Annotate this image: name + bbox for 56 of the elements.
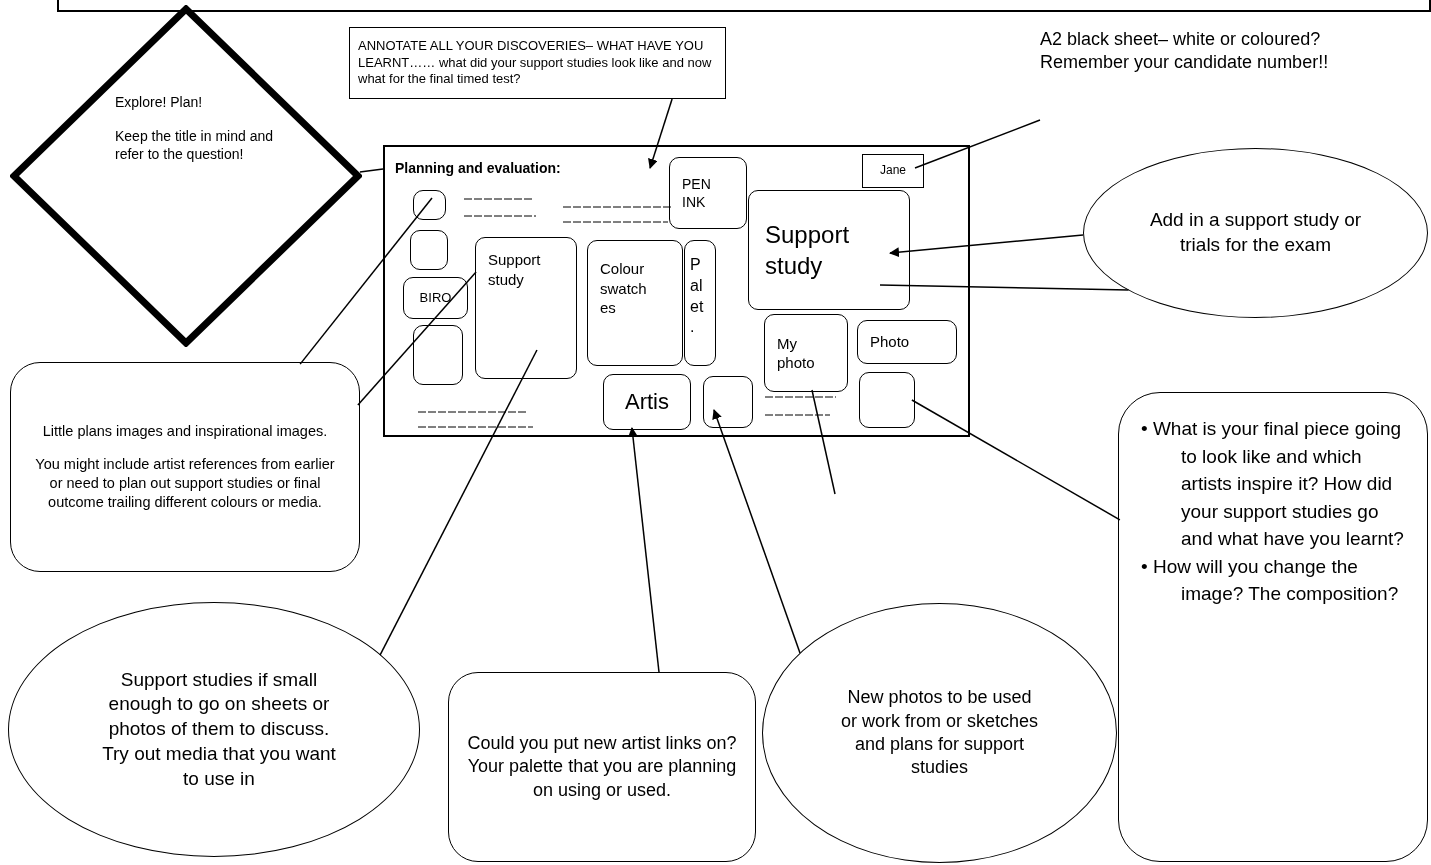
box-label: Support study xyxy=(488,250,541,289)
rounded-box xyxy=(603,374,691,430)
box-label: BIRO xyxy=(419,289,452,307)
note-text: ANNOTATE ALL YOUR DISCOVERIES– WHAT HAVE YOU LEARNT…… what did your support studies look like and now what for the final timed test? xyxy=(358,37,713,89)
box-label: Artis xyxy=(625,387,669,416)
arrow xyxy=(712,408,801,654)
rounded-box xyxy=(684,240,716,366)
rounded-box xyxy=(448,672,756,862)
rounded-box xyxy=(475,237,577,379)
leader-line xyxy=(357,271,477,406)
arrow xyxy=(648,98,673,169)
callout-text: Support studies if small enough to go on sheets or photos of them to discuss. Try out media that you want to use in xyxy=(101,667,337,791)
callout-text: Could you put new artist links on? Your palette that you are planning on using or used. xyxy=(467,731,737,802)
leader-line xyxy=(359,168,384,173)
rounded-box xyxy=(764,314,848,392)
rounded-box xyxy=(859,372,915,428)
arrow xyxy=(889,234,1084,258)
leader-line xyxy=(811,389,836,495)
box-label: My photo xyxy=(777,333,815,373)
rounded-box xyxy=(403,277,468,319)
box-label: P al et . xyxy=(690,255,704,338)
arrow xyxy=(628,427,660,673)
rounded-box xyxy=(669,157,747,229)
rounded-box xyxy=(410,230,448,270)
sheet-heading: Planning and evaluation: xyxy=(395,159,561,178)
leader-line xyxy=(299,197,433,365)
note-box xyxy=(349,27,726,99)
rounded-box xyxy=(1118,392,1428,862)
callout-text: Add in a support study or trials for the exam xyxy=(1148,208,1363,257)
rounded-box xyxy=(587,240,683,366)
rounded-box xyxy=(703,376,753,428)
rounded-box xyxy=(413,325,463,385)
box-label: Support study xyxy=(765,219,850,281)
bullet-item: • What is your final piece going to look like and which artists inspire it? How did your support studies go and what have you learnt? xyxy=(1141,417,1405,552)
leader-line xyxy=(879,284,1130,291)
placeholder-box xyxy=(862,154,924,188)
callout-text: New photos to be used or work from or sketches and plans for support studies xyxy=(839,686,1040,780)
leader-line xyxy=(379,349,538,656)
leader-line xyxy=(914,119,1041,169)
box-label: PEN INK xyxy=(682,174,711,212)
note-text: A2 black sheet– white or coloured? Remember your candidate number!! xyxy=(1040,28,1330,75)
rounded-box xyxy=(748,190,910,310)
box-label: Photo xyxy=(870,332,910,352)
callout-text: You might include artist references from earlier or need to plan out support studies or final outcome trailing different colours or media. xyxy=(34,455,336,512)
callout-ellipse xyxy=(8,602,420,857)
rounded-box xyxy=(10,362,360,572)
rounded-box xyxy=(857,320,957,364)
box-label: Jane xyxy=(880,163,906,179)
sheet-outline xyxy=(383,145,970,437)
diamond-text: Explore! Plan! xyxy=(115,93,203,112)
leader-line xyxy=(911,399,1121,521)
box-label: Colour swatch es xyxy=(600,259,647,318)
callout-text: Little plans images and inspirational images. xyxy=(42,422,328,442)
bullet-item: • How will you change the image? The composition? xyxy=(1141,554,1400,607)
rounded-box xyxy=(413,190,446,220)
diamond-text: Keep the title in mind and refer to the question! xyxy=(115,127,274,164)
